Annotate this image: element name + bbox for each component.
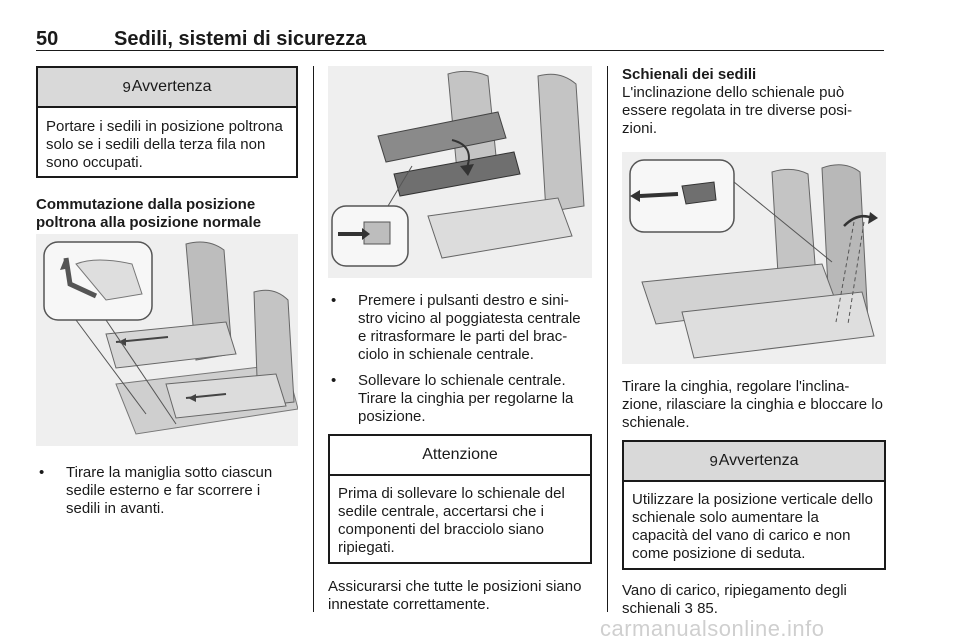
bullet-text: Sollevare lo schienale centrale. Tirare …: [358, 372, 574, 425]
bullet-text: Premere i pulsanti destro e sini-stro vi…: [358, 292, 581, 363]
instruction-bullet: • Sollevare lo schienale centrale. Tirar…: [328, 372, 592, 426]
bullet-dot: •: [331, 372, 337, 389]
bullet-dot: •: [331, 292, 337, 309]
section-heading: Commutazione dalla posizione poltrona al…: [36, 196, 262, 231]
column-2: • Premere i pulsanti destro e sini-stro …: [328, 66, 592, 614]
attention-box: Attenzione Prima di sollevare lo schiena…: [328, 434, 592, 564]
page-header: 50 Sedili, sistemi di sicurezza: [36, 28, 884, 51]
warning-header: 9 Avvertenza: [38, 68, 296, 108]
column-divider: [607, 66, 608, 612]
bullet-dot: •: [39, 464, 45, 481]
warning-title: Avvertenza: [131, 78, 212, 95]
paragraph: Tirare la cinghia, regolare l'inclina-zi…: [622, 378, 883, 431]
warning-body: Portare i sedili in posizione poltrona s…: [46, 118, 283, 171]
seat-folding-illustration: [36, 234, 298, 446]
reference-arrow-icon: 3: [684, 600, 693, 617]
seatback-adjust-illustration: [622, 152, 886, 364]
warning-body: Utilizzare la posizione verticale dello …: [632, 491, 873, 562]
reference-text: Vano di carico, ripiegamento degli schie…: [622, 582, 847, 617]
page-title: Sedili, sistemi di sicurezza: [114, 28, 367, 50]
page-number: 50: [36, 28, 59, 50]
warning-box: 9 Avvertenza Portare i sedili in posizio…: [36, 66, 298, 178]
column-divider: [313, 66, 314, 612]
watermark: carmanualsonline.info: [600, 616, 825, 641]
cross-reference: Vano di carico, ripiegamento degli schie…: [622, 582, 886, 618]
instruction-bullet: • Tirare la maniglia sotto ciascun sedil…: [36, 464, 298, 518]
armrest-illustration: [328, 66, 592, 278]
bullet-text: Tirare la maniglia sotto ciascun sedile …: [66, 464, 273, 517]
section-heading: Schienali dei sedili: [622, 66, 757, 83]
attention-header: Attenzione: [330, 436, 590, 476]
warning-title: Avvertenza: [718, 452, 799, 469]
warning-header: 9 Avvertenza: [624, 442, 884, 482]
column-1: 9 Avvertenza Portare i sedili in posizio…: [36, 66, 298, 518]
reference-page-link[interactable]: 85.: [697, 600, 718, 617]
warning-symbol-icon: 9: [709, 452, 718, 470]
paragraph: L'inclinazione dello schienale può esser…: [622, 84, 853, 137]
warning-symbol-icon: 9: [122, 78, 131, 96]
paragraph: Assicurarsi che tutte le posizioni siano…: [328, 578, 582, 613]
column-3: Schienali dei sedili L'inclinazione dell…: [622, 66, 886, 618]
warning-box: 9 Avvertenza Utilizzare la posizione ver…: [622, 440, 886, 570]
instruction-bullet: • Premere i pulsanti destro e sini-stro …: [328, 292, 592, 364]
attention-title: Attenzione: [422, 446, 498, 463]
attention-body: Prima di sollevare lo schienale del sedi…: [338, 485, 565, 556]
